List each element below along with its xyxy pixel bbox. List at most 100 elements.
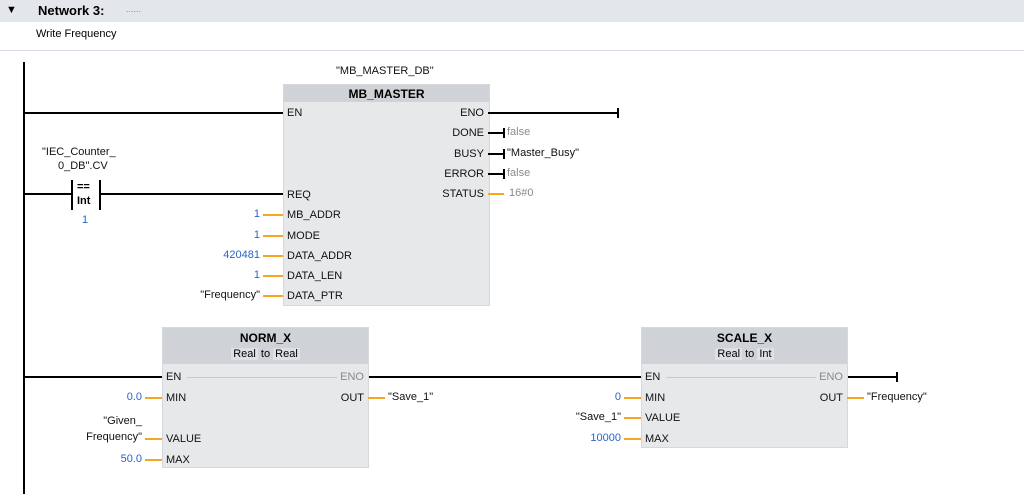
mb-value-busy[interactable]: "Master_Busy" xyxy=(507,147,579,159)
mb-eno-wire xyxy=(488,112,618,114)
scale-x-from-type[interactable]: Real xyxy=(715,348,743,360)
mb-value-error[interactable]: false xyxy=(507,167,531,179)
norm-x-wire-max xyxy=(145,459,162,461)
norm-x-title: NORM_X xyxy=(239,331,292,345)
mb-pin-eno: ENO xyxy=(460,107,484,119)
scale-x-wire-out xyxy=(847,397,864,399)
norm-x-wire-min xyxy=(145,397,162,399)
rung2-wire-right xyxy=(847,376,897,378)
scale-x-header xyxy=(642,328,847,364)
norm-x-value-line2[interactable]: Frequency" xyxy=(86,431,142,443)
norm-x-pin-max: MAX xyxy=(166,454,190,466)
mb-wire-busy xyxy=(488,153,504,155)
comparator-right-bar xyxy=(99,180,101,210)
scale-x-wire-value xyxy=(624,417,641,419)
rung1-req-wire-a xyxy=(24,193,71,195)
rung1-en-wire xyxy=(24,112,283,114)
comparator-type: Int xyxy=(77,195,91,207)
mb-value-mode[interactable]: 1 xyxy=(253,229,260,241)
mb-wire-error xyxy=(488,173,504,175)
norm-x-max-value[interactable]: 50.0 xyxy=(120,453,142,465)
comparator-operand-line2[interactable]: 0_DB".CV xyxy=(58,160,108,172)
scale-x-out-value[interactable]: "Frequency" xyxy=(867,391,927,403)
scale-x-pin-eno: ENO xyxy=(819,371,843,383)
scale-x-min-value[interactable]: 0 xyxy=(614,391,621,403)
norm-x-pin-value: VALUE xyxy=(166,433,202,445)
rung2-wire-mid xyxy=(368,376,641,378)
mb-value-mb-addr[interactable]: 1 xyxy=(253,208,260,220)
comparator-operand-line1[interactable]: "IEC_Counter_ xyxy=(42,146,116,158)
norm-x-pin-min: MIN xyxy=(166,392,187,404)
scale-x-value-value[interactable]: "Save_1" xyxy=(575,411,621,423)
scale-x-pin-value: VALUE xyxy=(645,412,681,424)
power-rail xyxy=(23,62,25,494)
mb-pin-en: EN xyxy=(287,107,303,119)
mb-eno-end xyxy=(617,108,619,118)
mb-pin-data-addr: DATA_ADDR xyxy=(287,250,352,262)
norm-x-header xyxy=(163,328,368,364)
scale-x-block[interactable]: SCALE_X Real to Int xyxy=(641,327,848,448)
mb-value-done[interactable]: false xyxy=(507,126,531,138)
collapse-arrow-icon[interactable]: ▼ xyxy=(6,4,17,16)
scale-x-pin-min: MIN xyxy=(645,392,666,404)
norm-x-en-eno-line xyxy=(187,377,337,378)
rung2-wire-end xyxy=(896,372,898,382)
rung2-wire-left xyxy=(24,376,162,378)
mb-wire-busy-cap xyxy=(503,149,505,159)
norm-x-pin-out: OUT xyxy=(340,392,364,404)
mb-wire-data-ptr xyxy=(263,295,283,297)
mb-wire-status xyxy=(488,193,504,195)
scale-x-pin-max: MAX xyxy=(645,433,669,445)
mb-pin-status: STATUS xyxy=(442,188,484,200)
norm-x-type-row[interactable]: Real to Real xyxy=(163,347,368,361)
mb-value-data-ptr[interactable]: "Frequency" xyxy=(200,289,260,301)
scale-x-wire-max xyxy=(624,438,641,440)
mb-master-header xyxy=(284,85,489,102)
comparator-left-bar xyxy=(71,180,73,210)
mb-value-data-len[interactable]: 1 xyxy=(253,269,260,281)
mb-wire-data-addr xyxy=(263,255,283,257)
mb-wire-data-len xyxy=(263,275,283,277)
mb-value-data-addr[interactable]: 420481 xyxy=(223,249,260,261)
scale-x-pin-out: OUT xyxy=(819,392,843,404)
comparator-op: == xyxy=(77,181,90,193)
scale-x-to-word: to xyxy=(745,348,755,360)
mb-pin-mb-addr: MB_ADDR xyxy=(287,209,341,221)
network-title-placeholder[interactable]: ...... xyxy=(126,4,142,14)
norm-x-pin-eno: ENO xyxy=(340,371,364,383)
mb-pin-data-ptr: DATA_PTR xyxy=(287,290,343,302)
scale-x-pin-en: EN xyxy=(645,371,661,383)
mb-wire-error-cap xyxy=(503,169,505,179)
mb-pin-req: REQ xyxy=(287,189,311,201)
scale-x-to-type[interactable]: Int xyxy=(757,348,774,360)
mb-value-status[interactable]: 16#0 xyxy=(509,187,534,199)
norm-x-to-word: to xyxy=(260,348,271,360)
scale-x-max-value[interactable]: 10000 xyxy=(590,432,621,444)
network-header[interactable]: ▼ Network 3: ...... xyxy=(0,0,1024,22)
norm-x-to-type[interactable]: Real xyxy=(273,348,300,360)
mb-wire-done-cap xyxy=(503,128,505,138)
mb-master-instance[interactable]: "MB_MASTER_DB" xyxy=(336,65,434,77)
network-comment-text: Write Frequency xyxy=(36,28,117,40)
comparator-contact[interactable]: == Int xyxy=(71,180,101,210)
comparator-compare-value[interactable]: 1 xyxy=(82,214,89,226)
mb-wire-mode xyxy=(263,235,283,237)
norm-x-out-value[interactable]: "Save_1" xyxy=(388,391,434,403)
norm-x-min-value[interactable]: 0.0 xyxy=(126,391,142,403)
mb-master-title: MB_MASTER xyxy=(348,87,425,101)
mb-pin-error: ERROR xyxy=(444,168,484,180)
scale-x-type-row[interactable]: Real to Int xyxy=(642,347,847,361)
mb-pin-done: DONE xyxy=(452,127,484,139)
network-title: Network 3: xyxy=(38,3,105,18)
scale-x-wire-min xyxy=(624,397,641,399)
norm-x-wire-out xyxy=(368,397,385,399)
scale-x-title: SCALE_X xyxy=(716,331,773,345)
network-comment[interactable]: Write Frequency xyxy=(0,22,1024,51)
mb-pin-mode: MODE xyxy=(287,230,320,242)
rung1-req-wire-b xyxy=(101,193,283,195)
norm-x-value-line1[interactable]: "Given_ xyxy=(103,415,142,427)
mb-master-block[interactable]: MB_MASTER xyxy=(283,84,490,306)
norm-x-from-type[interactable]: Real xyxy=(231,348,258,360)
mb-wire-mb-addr xyxy=(263,214,283,216)
norm-x-wire-value xyxy=(145,438,162,440)
